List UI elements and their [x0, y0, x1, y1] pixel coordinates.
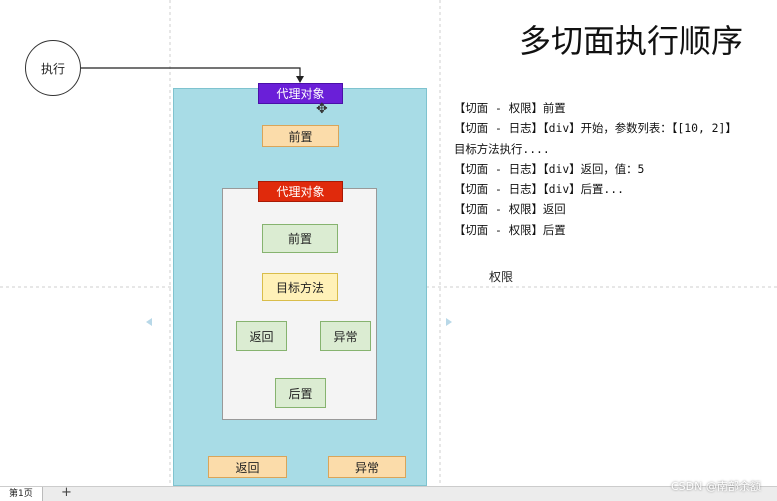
- inner-return-label: 返回: [249, 329, 274, 344]
- inner-after-node[interactable]: 后置: [275, 378, 326, 408]
- add-page-button[interactable]: +: [61, 485, 72, 500]
- execute-circle[interactable]: 执行: [25, 40, 81, 96]
- console-line: 【切面 - 权限】返回: [454, 202, 566, 217]
- inner-return-node[interactable]: 返回: [236, 321, 287, 351]
- outer-before-node[interactable]: 前置: [262, 125, 339, 147]
- page-tab-1[interactable]: 第1页: [0, 487, 43, 501]
- target-method-node[interactable]: 目标方法: [262, 273, 338, 301]
- page-title: 多切面执行顺序: [519, 22, 744, 60]
- selection-handles: [146, 318, 452, 326]
- inner-exception-label: 异常: [333, 329, 358, 344]
- outer-exception-node[interactable]: 异常: [328, 456, 406, 478]
- execute-label: 执行: [40, 61, 65, 76]
- page-tab-bar: 第1页 +: [0, 485, 777, 501]
- watermark: CSDN @南部余额: [671, 480, 761, 493]
- inner-proxy-label: 代理对象: [276, 185, 325, 199]
- outer-exception-label: 异常: [354, 460, 379, 475]
- inner-before-label: 前置: [287, 232, 312, 246]
- inner-before-node[interactable]: 前置: [262, 224, 338, 253]
- outer-return-label: 返回: [235, 460, 260, 475]
- console-line: 【切面 - 权限】后置: [454, 222, 566, 237]
- console-output: 【切面 - 权限】前置 【切面 - 日志】【div】开始，参数列表：【[10, …: [454, 98, 774, 240]
- inner-after-label: 后置: [288, 386, 313, 401]
- console-line: 【切面 - 权限】前置: [454, 101, 566, 115]
- outer-proxy-node[interactable]: 代理对象: [258, 83, 343, 104]
- inner-proxy-node[interactable]: 代理对象: [258, 181, 343, 202]
- outer-before-label: 前置: [288, 129, 313, 144]
- console-line: 【切面 - 日志】【div】后置...: [454, 182, 624, 197]
- permission-text-node[interactable]: 权限: [489, 270, 514, 284]
- target-method-label: 目标方法: [275, 280, 324, 295]
- console-line: 【切面 - 日志】【div】开始，参数列表：【[10, 2]】: [454, 121, 737, 136]
- console-line: 【切面 - 日志】【div】返回，值：5: [454, 161, 645, 176]
- outer-return-node[interactable]: 返回: [208, 456, 287, 478]
- outer-proxy-label: 代理对象: [276, 87, 325, 101]
- inner-exception-node[interactable]: 异常: [320, 321, 371, 351]
- move-cursor-icon: ✥: [316, 101, 328, 117]
- console-line: 目标方法执行....: [454, 141, 550, 156]
